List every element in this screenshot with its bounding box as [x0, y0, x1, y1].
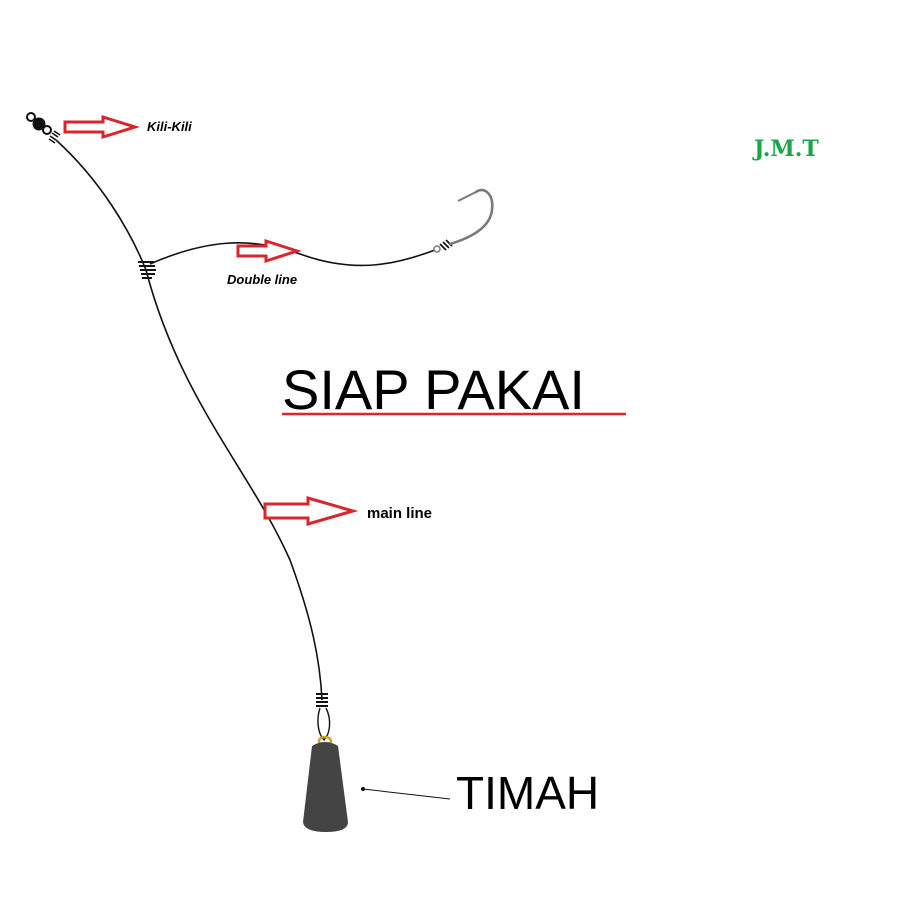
page-title: SIAP PAKAI: [282, 358, 585, 421]
sinker-icon: [303, 735, 348, 832]
sinker-label: TIMAH: [456, 767, 599, 819]
brand-mark: J.M.T: [752, 136, 819, 162]
arrow-right-icon: [63, 114, 141, 140]
sinker-loop: [317, 707, 331, 741]
sinker-pointer-line: [362, 788, 451, 800]
swivel-icon: [26, 112, 61, 144]
branch-line: [149, 242, 441, 267]
swivel-label: Kili-Kili: [147, 119, 192, 134]
arrow-right-icon: [263, 496, 359, 526]
sinker-knot-icon: [316, 693, 328, 707]
junction-knot-icon: [138, 261, 156, 279]
hook-icon: [433, 188, 494, 253]
arrow-right-icon: [236, 238, 302, 264]
main-line-label: main line: [367, 505, 432, 522]
main-line: [55, 139, 323, 701]
branch-line-label: Double line: [227, 272, 297, 287]
